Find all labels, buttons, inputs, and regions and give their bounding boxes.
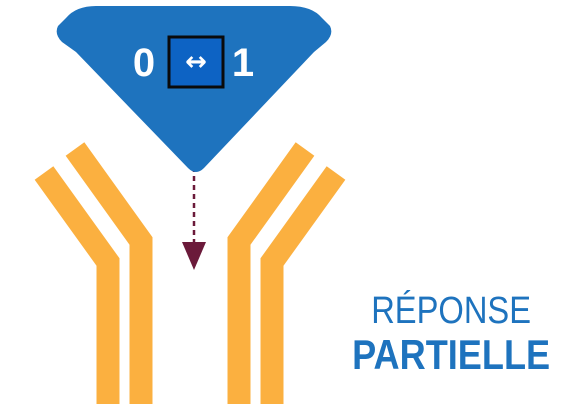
ligand: 0 ↔ 1 <box>56 6 332 172</box>
receptor-right-arm <box>227 142 346 404</box>
receptor-left-arm <box>34 142 153 404</box>
receptor-left-inner-band <box>65 142 153 404</box>
left-right-arrow-icon: ↔ <box>185 47 207 77</box>
binding-arrow-head <box>182 242 206 270</box>
receptor-left-outer-band <box>34 166 120 404</box>
ligand-shape <box>56 6 332 172</box>
ligand-right-value: 1 <box>232 41 254 85</box>
receptor-right-inner-band <box>227 142 315 404</box>
binding-arrow <box>182 140 206 270</box>
ligand-left-value: 0 <box>133 41 155 85</box>
response-label: RÉPONSE PARTIELLE <box>336 292 566 376</box>
receptor <box>34 142 346 404</box>
switch-box <box>167 35 225 89</box>
receptor-right-outer-band <box>260 166 346 404</box>
response-label-line2: PARTIELLE <box>351 331 550 378</box>
response-label-line1: RÉPONSE <box>370 290 531 332</box>
